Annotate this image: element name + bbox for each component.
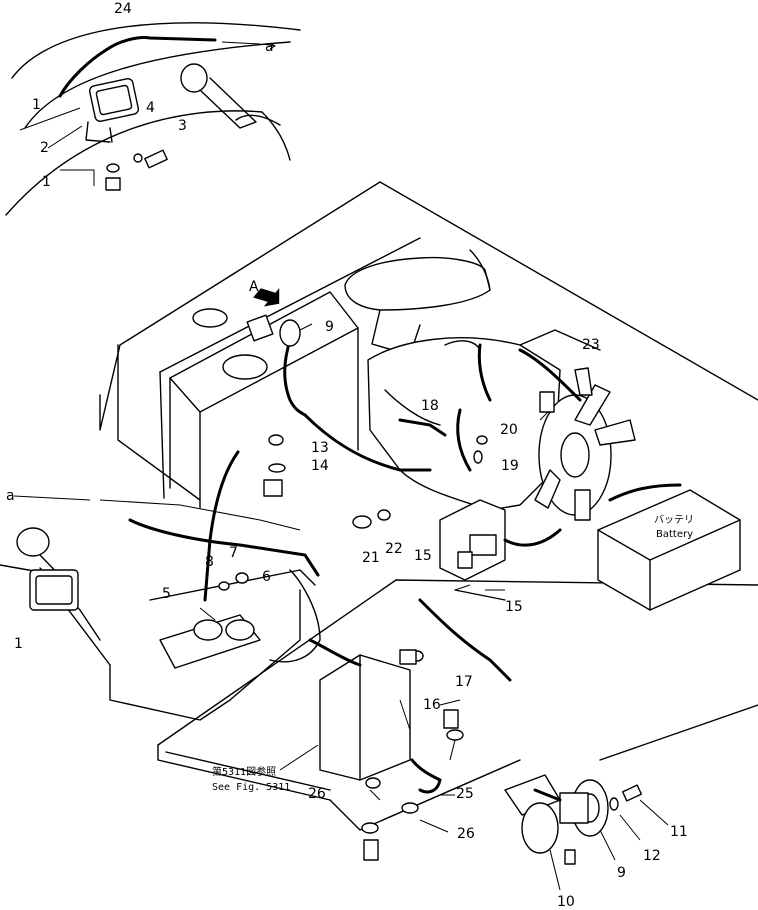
callout-9: 9 — [325, 319, 334, 335]
wiring-harness — [128, 338, 682, 802]
callout-10: 10 — [557, 894, 575, 910]
callout-15b: 15 — [505, 599, 523, 615]
callout-22: 22 — [385, 541, 403, 557]
callout-26b: 26 — [457, 826, 475, 842]
connector-letter-a-main: a — [6, 488, 15, 504]
battery-label-en: Battery — [656, 529, 693, 540]
inset-view-a — [5, 22, 301, 216]
callout-12: 12 — [643, 848, 661, 864]
callout-26: 26 — [308, 786, 326, 802]
callout-1b: 1 — [42, 174, 51, 190]
work-lamp-inset — [85, 78, 140, 143]
relay-bracket — [439, 499, 506, 601]
nut-1-inset — [105, 163, 121, 191]
callout-4: 4 — [146, 100, 155, 116]
see-fig-jp: 第5311図参照 — [212, 765, 276, 778]
callout-18: 18 — [421, 398, 439, 414]
connector-letter-a-top: a — [265, 39, 274, 55]
callout-11: 11 — [670, 824, 688, 840]
callout-3: 3 — [178, 118, 187, 134]
engine — [344, 249, 601, 511]
callout-23: 23 — [582, 337, 600, 353]
callout-2: 2 — [40, 140, 49, 156]
fuel-tank — [169, 291, 359, 509]
callout-13: 13 — [311, 440, 329, 456]
horn-assembly — [504, 774, 643, 865]
callout-15: 15 — [414, 548, 432, 564]
battery-label-jp: バッテリ — [654, 514, 694, 526]
view-letter-a: A — [249, 279, 259, 295]
hardware — [218, 288, 555, 861]
cooling-fan — [534, 367, 636, 521]
leader-lines — [13, 323, 669, 891]
callout-8: 8 — [205, 554, 214, 570]
callout-17: 17 — [455, 674, 473, 690]
callout-7: 7 — [229, 545, 238, 561]
roller-inset — [180, 63, 281, 129]
callout-20: 20 — [500, 422, 518, 438]
left-structure — [0, 527, 321, 721]
callout-1: 1 — [32, 97, 41, 113]
see-fig-en: See Fig. 5311 — [212, 782, 290, 793]
machine-frame — [99, 181, 758, 831]
callout-14: 14 — [311, 458, 329, 474]
battery: バッテリ Battery — [597, 489, 741, 611]
callout-19: 19 — [501, 458, 519, 474]
bolt-3-inset — [133, 149, 168, 169]
callout-numbers: 24 1 4 3 2 1 9 23 18 20 13 19 14 21 22 1… — [14, 1, 688, 910]
callout-9b: 9 — [617, 865, 626, 881]
callout-24: 24 — [114, 1, 132, 17]
callout-25: 25 — [456, 786, 474, 802]
callout-16: 16 — [423, 697, 441, 713]
front-box — [319, 654, 411, 781]
harness-24 — [58, 36, 217, 98]
work-lamp — [29, 569, 79, 611]
callout-6: 6 — [262, 569, 271, 585]
callout-1c: 1 — [14, 636, 23, 652]
callout-21: 21 — [362, 550, 380, 566]
callout-5: 5 — [162, 586, 171, 602]
